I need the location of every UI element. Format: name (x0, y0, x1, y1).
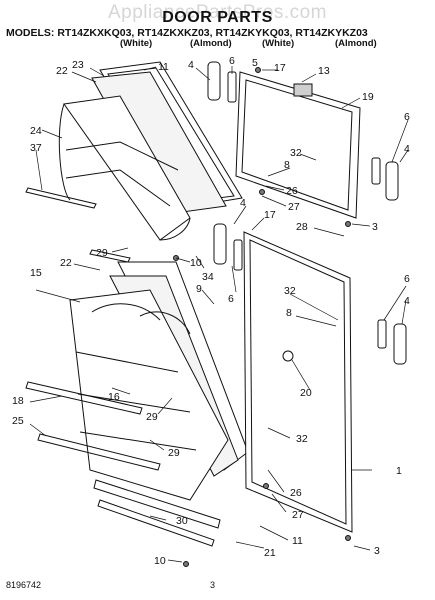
callout-label: 11 (158, 61, 169, 73)
callout-label: 6 (228, 293, 234, 305)
callout-label: 17 (264, 209, 276, 221)
callout-label: 24 (30, 125, 42, 137)
screw (345, 535, 351, 541)
callout-label: 19 (362, 91, 374, 103)
lower-trim-right (377, 319, 387, 349)
document-number: 8196742 (6, 580, 42, 590)
leader-lines (29, 66, 409, 563)
lower-door-panel (243, 231, 353, 533)
callout-label: 9 (196, 283, 202, 295)
models-line: MODELS: RT14ZKXKQ03, RT14ZKXKZ03, RT14ZK… (6, 27, 368, 39)
upper-trim-left (227, 71, 237, 103)
upper-trim-right (371, 157, 381, 185)
upper-liner-curve (58, 103, 191, 241)
variant-label: (Almond) (335, 38, 377, 49)
callout-label: 20 (300, 387, 312, 399)
callout-label: 10 (190, 257, 202, 269)
callout-label: 22 (60, 257, 72, 269)
screw (263, 483, 269, 489)
callout-label: 30 (176, 515, 188, 527)
callout-label: 27 (292, 509, 304, 521)
callout-label: 16 (108, 391, 120, 403)
callout-label: 29 (96, 247, 108, 259)
upper-trim-strip (25, 187, 97, 209)
upper-hinge-cover (293, 83, 313, 97)
lower-plug (282, 350, 294, 362)
variant-label: (White) (262, 38, 295, 49)
callout-label: 10 (154, 555, 166, 567)
callout-label: 18 (12, 395, 24, 407)
callout-label: 22 (56, 65, 68, 77)
callout-label: 26 (286, 185, 298, 197)
page-title: DOOR PARTS (162, 9, 273, 26)
callout-label: 6 (404, 273, 410, 285)
screw (255, 67, 261, 73)
callout-label: 34 (202, 271, 214, 283)
callout-label: 4 (404, 295, 410, 307)
callout-label: 4 (188, 59, 194, 71)
callout-label: 26 (290, 487, 302, 499)
callout-label: 32 (290, 147, 302, 159)
callout-label: 6 (229, 55, 235, 67)
callout-label: 1 (396, 465, 402, 477)
screw (183, 561, 189, 567)
callout-label: 29 (168, 447, 180, 459)
callout-label: 27 (288, 201, 300, 213)
lower-gasket-bottom (93, 479, 221, 547)
lower-handle-right (393, 323, 407, 365)
screw (345, 221, 351, 227)
callout-label: 37 (30, 142, 42, 154)
callout-label: 29 (146, 411, 158, 423)
callout-label: 21 (264, 547, 276, 559)
lower-door-panel-inner (249, 239, 347, 525)
variant-label: (Almond) (190, 38, 232, 49)
callout-label: 32 (284, 285, 296, 297)
callout-label: 15 (30, 267, 42, 279)
page-number: 3 (210, 580, 216, 590)
callout-label: 32 (296, 433, 308, 445)
callout-label: 28 (296, 221, 308, 233)
callout-label: 5 (252, 57, 258, 69)
upper-door-panel (235, 71, 361, 219)
variant-label: (White) (120, 38, 153, 49)
callout-label: 17 (274, 62, 286, 74)
upper-handle-right (385, 161, 399, 201)
callout-label: 25 (12, 415, 24, 427)
lower-liner-shelves (75, 303, 197, 451)
lower-handle-left (213, 223, 227, 265)
lower-trim-left (233, 239, 243, 271)
callout-label: 3 (372, 221, 378, 233)
callout-label: 6 (404, 111, 410, 123)
upper-handle-left (207, 61, 221, 101)
callout-label: 13 (318, 65, 330, 77)
callout-label: 4 (404, 143, 410, 155)
callout-label: 4 (240, 197, 246, 209)
callout-label: 11 (292, 535, 303, 547)
callout-label: 8 (286, 307, 292, 319)
watermark: AppliancePartsPros.com (107, 2, 328, 23)
lower-liner (69, 289, 229, 501)
upper-shelf (65, 141, 179, 207)
callout-label: 3 (374, 545, 380, 557)
callout-label: 8 (284, 159, 290, 171)
screw (259, 189, 265, 195)
callout-label: 23 (72, 59, 84, 71)
lower-trim-strips (25, 249, 161, 471)
upper-door-panel-inner (241, 79, 353, 211)
